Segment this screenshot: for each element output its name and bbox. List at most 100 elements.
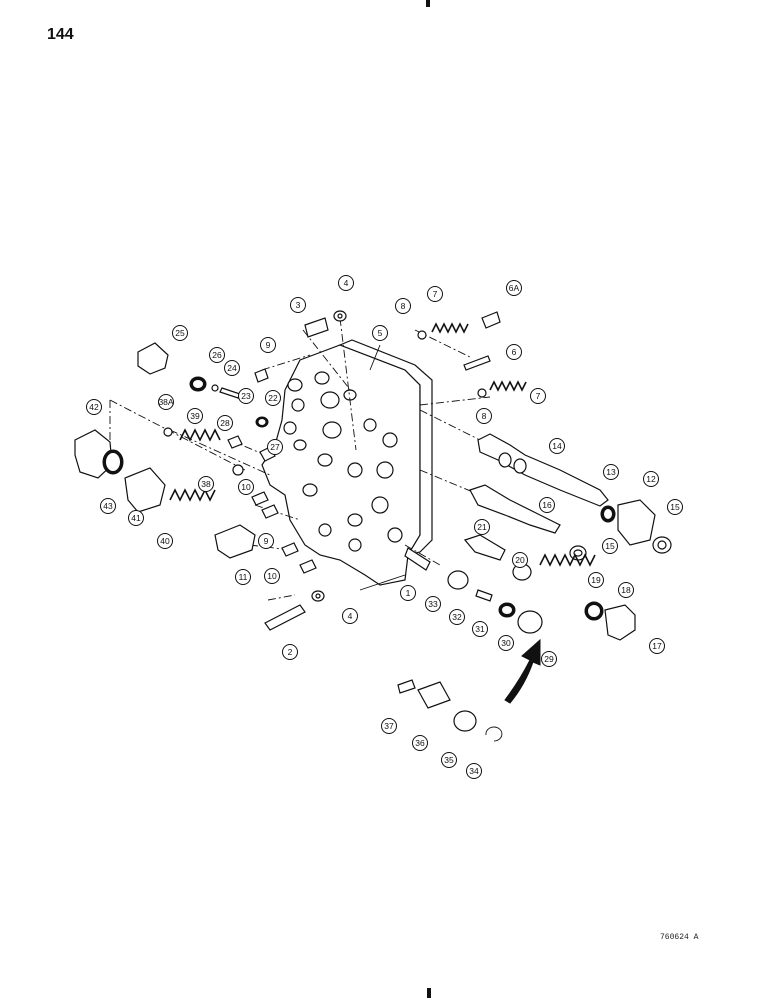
callout-12: 12 <box>643 471 659 487</box>
callout-28: 28 <box>217 415 233 431</box>
callout-36: 36 <box>412 735 428 751</box>
svg-text:41: 41 <box>131 513 141 523</box>
callout-35: 35 <box>441 752 457 768</box>
svg-text:33: 33 <box>428 599 438 609</box>
callout-29: 29 <box>541 651 557 667</box>
svg-text:39: 39 <box>190 411 200 421</box>
svg-text:12: 12 <box>646 474 656 484</box>
callout-26: 26 <box>209 347 225 363</box>
svg-text:32: 32 <box>452 612 462 622</box>
svg-text:15: 15 <box>605 541 615 551</box>
callout-33: 33 <box>425 596 441 612</box>
svg-text:11: 11 <box>239 572 248 582</box>
svg-text:31: 31 <box>475 624 485 634</box>
callout-8: 8 <box>476 408 492 424</box>
svg-text:7: 7 <box>536 391 541 401</box>
parts <box>74 310 672 742</box>
callout-38: 38 <box>198 476 214 492</box>
callout-20: 20 <box>512 552 528 568</box>
svg-text:25: 25 <box>175 328 185 338</box>
svg-text:30: 30 <box>501 638 511 648</box>
callout-18: 18 <box>618 582 634 598</box>
callout-19: 19 <box>588 572 604 588</box>
callout-10: 10 <box>264 568 280 584</box>
svg-text:34: 34 <box>469 766 479 776</box>
callout-37: 37 <box>381 718 397 734</box>
callout-6a: 6A <box>506 280 522 296</box>
bottom-registration-mark <box>427 988 431 998</box>
svg-text:28: 28 <box>220 418 230 428</box>
svg-text:35: 35 <box>444 755 454 765</box>
svg-text:9: 9 <box>266 340 271 350</box>
svg-text:42: 42 <box>89 402 99 412</box>
callout-27: 27 <box>267 439 283 455</box>
svg-text:36: 36 <box>415 738 425 748</box>
svg-text:4: 4 <box>344 278 349 288</box>
svg-text:6A: 6A <box>509 283 520 293</box>
svg-text:6: 6 <box>512 347 517 357</box>
svg-text:17: 17 <box>652 641 662 651</box>
svg-text:2: 2 <box>288 647 293 657</box>
callout-4: 4 <box>342 608 358 624</box>
callout-38a: 38A <box>158 394 174 410</box>
svg-text:18: 18 <box>621 585 631 595</box>
top-registration-mark <box>426 0 430 7</box>
callout-22: 22 <box>265 390 281 406</box>
callout-group: 1 2 3 4 4 5 6 6A 7 7 8 8 9 9 10 10 11 12… <box>86 275 683 779</box>
svg-text:4: 4 <box>348 611 353 621</box>
svg-text:10: 10 <box>267 571 277 581</box>
drawing-id: 760624 A <box>660 933 699 942</box>
callout-15: 15 <box>667 499 683 515</box>
callout-4: 4 <box>338 275 354 291</box>
callout-13: 13 <box>603 464 619 480</box>
svg-text:8: 8 <box>401 301 406 311</box>
page-number: 144 <box>47 26 74 43</box>
svg-text:15: 15 <box>670 502 680 512</box>
svg-text:29: 29 <box>544 654 554 664</box>
callout-42: 42 <box>86 399 102 415</box>
svg-text:14: 14 <box>552 441 562 451</box>
callout-11: 11 <box>235 569 251 585</box>
svg-text:24: 24 <box>227 363 237 373</box>
svg-text:13: 13 <box>606 467 616 477</box>
svg-text:27: 27 <box>270 442 280 452</box>
callout-25: 25 <box>172 325 188 341</box>
callout-16: 16 <box>539 497 555 513</box>
callout-6: 6 <box>506 344 522 360</box>
callout-8: 8 <box>395 298 411 314</box>
callout-2: 2 <box>282 644 298 660</box>
callout-9: 9 <box>260 337 276 353</box>
svg-text:21: 21 <box>477 522 487 532</box>
svg-text:5: 5 <box>378 328 383 338</box>
svg-text:38A: 38A <box>158 397 173 407</box>
svg-text:43: 43 <box>103 501 113 511</box>
svg-text:22: 22 <box>268 393 278 403</box>
callout-10: 10 <box>238 479 254 495</box>
svg-text:9: 9 <box>264 536 269 546</box>
callout-21: 21 <box>474 519 490 535</box>
callout-24: 24 <box>224 360 240 376</box>
callout-32: 32 <box>449 609 465 625</box>
callout-31: 31 <box>472 621 488 637</box>
callout-15: 15 <box>602 538 618 554</box>
svg-text:3: 3 <box>296 300 301 310</box>
svg-text:23: 23 <box>241 391 251 401</box>
svg-text:10: 10 <box>241 482 251 492</box>
callout-23: 23 <box>238 388 254 404</box>
callout-3: 3 <box>290 297 306 313</box>
svg-text:8: 8 <box>482 411 487 421</box>
svg-text:40: 40 <box>160 536 170 546</box>
callout-40: 40 <box>157 533 173 549</box>
svg-text:37: 37 <box>384 721 394 731</box>
svg-text:26: 26 <box>212 350 222 360</box>
callout-30: 30 <box>498 635 514 651</box>
callout-5: 5 <box>372 325 388 341</box>
callout-34: 34 <box>466 763 482 779</box>
callout-41: 41 <box>128 510 144 526</box>
callout-17: 17 <box>649 638 665 654</box>
callout-9: 9 <box>258 533 274 549</box>
svg-text:1: 1 <box>406 588 411 598</box>
leader-lines <box>109 317 491 601</box>
callout-39: 39 <box>187 408 203 424</box>
